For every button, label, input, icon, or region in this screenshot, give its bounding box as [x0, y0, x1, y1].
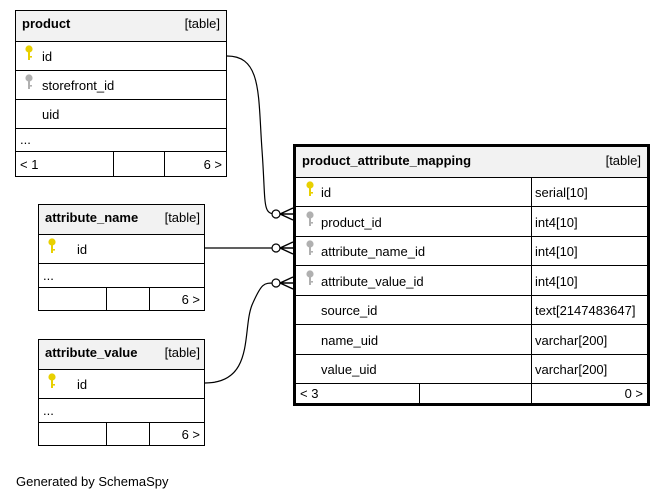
divider — [106, 288, 107, 310]
optional-marker — [271, 278, 281, 288]
column-name: uid — [42, 107, 60, 122]
divider — [164, 152, 165, 176]
table-type-tag: [table] — [184, 16, 220, 31]
relation-attribute-value-to-mapping — [204, 282, 277, 384]
column-name: attribute_value_id — [321, 274, 424, 289]
column-name: attribute_name_id — [321, 244, 426, 259]
divider — [531, 266, 532, 295]
table-product-attribute-mapping[interactable]: product_attribute_mapping [table] id ser… — [293, 144, 650, 406]
table-name: attribute_name — [45, 210, 139, 225]
table-header: attribute_name [table] — [39, 205, 204, 234]
optional-marker — [271, 209, 281, 219]
table-attribute-name[interactable]: attribute_name [table] id ... 6 > — [38, 204, 205, 311]
table-product[interactable]: product [table] id storefront_id uid ...… — [15, 10, 227, 177]
column-name: source_id — [321, 303, 378, 318]
parent-count[interactable]: < 3 — [300, 386, 319, 401]
primary-key-icon — [25, 45, 33, 60]
table-footer: < 1 6 > — [16, 151, 226, 176]
divider — [531, 325, 532, 354]
column-name: storefront_id — [42, 78, 115, 93]
child-count[interactable]: 6 > — [181, 292, 200, 307]
column-row[interactable]: id — [16, 41, 226, 70]
generator-caption: Generated by SchemaSpy — [16, 474, 169, 489]
divider — [531, 296, 532, 324]
crows-foot-marker — [279, 241, 294, 255]
column-name: name_uid — [321, 333, 379, 348]
table-name: attribute_value — [45, 345, 138, 360]
column-row[interactable]: storefront_id — [16, 70, 226, 99]
column-row[interactable]: id serial[10] — [296, 177, 647, 206]
crows-foot-marker — [279, 276, 294, 290]
table-type-tag: [table] — [164, 345, 200, 360]
primary-key-icon — [48, 238, 56, 253]
table-name: product — [22, 16, 71, 31]
column-row[interactable]: value_uid varchar[200] — [296, 354, 647, 383]
more-columns-row: ... — [39, 398, 204, 422]
column-type: varchar[200] — [535, 362, 608, 377]
foreign-key-icon — [306, 240, 314, 255]
column-row[interactable]: product_id int4[10] — [296, 206, 647, 236]
column-type: int4[10] — [535, 215, 578, 230]
divider — [531, 237, 532, 265]
relation-product-to-mapping — [226, 55, 277, 215]
foreign-key-icon — [306, 211, 314, 226]
ellipsis: ... — [20, 132, 31, 147]
divider — [531, 178, 532, 206]
table-header: product_attribute_mapping [table] — [296, 147, 647, 177]
more-columns-row: ... — [16, 128, 226, 151]
table-attribute-value[interactable]: attribute_value [table] id ... 6 > — [38, 339, 205, 446]
divider — [531, 207, 532, 236]
divider — [531, 355, 532, 383]
column-row[interactable]: id — [39, 234, 204, 263]
child-count[interactable]: 6 > — [181, 427, 200, 442]
column-type: serial[10] — [535, 185, 588, 200]
table-footer: 6 > — [39, 422, 204, 445]
column-type: int4[10] — [535, 244, 578, 259]
primary-key-icon — [48, 373, 56, 388]
divider — [113, 152, 114, 176]
column-row[interactable]: attribute_value_id int4[10] — [296, 265, 647, 295]
child-count[interactable]: 0 > — [624, 386, 643, 401]
table-name: product_attribute_mapping — [302, 153, 472, 168]
column-row[interactable]: id — [39, 369, 204, 398]
parent-count[interactable]: < 1 — [20, 157, 39, 172]
column-name: value_uid — [321, 362, 377, 377]
foreign-key-icon — [25, 74, 33, 89]
optional-marker — [271, 243, 281, 253]
table-footer: < 3 0 > — [296, 383, 647, 403]
column-name: id — [321, 185, 332, 200]
column-name: id — [42, 49, 53, 64]
foreign-key-icon — [306, 270, 314, 285]
divider — [531, 384, 532, 403]
column-name: id — [77, 377, 88, 392]
column-row[interactable]: attribute_name_id int4[10] — [296, 236, 647, 265]
table-footer: 6 > — [39, 287, 204, 310]
more-columns-row: ... — [39, 263, 204, 287]
table-type-tag: [table] — [605, 153, 641, 168]
column-row[interactable]: name_uid varchar[200] — [296, 324, 647, 354]
column-type: varchar[200] — [535, 333, 608, 348]
column-row[interactable]: source_id text[2147483647] — [296, 295, 647, 324]
divider — [419, 384, 420, 403]
primary-key-icon — [306, 181, 314, 196]
column-row[interactable]: uid — [16, 99, 226, 128]
divider — [149, 423, 150, 445]
crows-foot-marker — [279, 207, 294, 221]
table-header: attribute_value [table] — [39, 340, 204, 369]
table-type-tag: [table] — [164, 210, 200, 225]
divider — [106, 423, 107, 445]
child-count[interactable]: 6 > — [203, 157, 222, 172]
table-header: product [table] — [16, 11, 226, 41]
column-name: id — [77, 242, 88, 257]
column-type: text[2147483647] — [535, 303, 636, 318]
column-type: int4[10] — [535, 274, 578, 289]
ellipsis: ... — [43, 268, 54, 283]
divider — [149, 288, 150, 310]
ellipsis: ... — [43, 403, 54, 418]
column-name: product_id — [321, 215, 382, 230]
